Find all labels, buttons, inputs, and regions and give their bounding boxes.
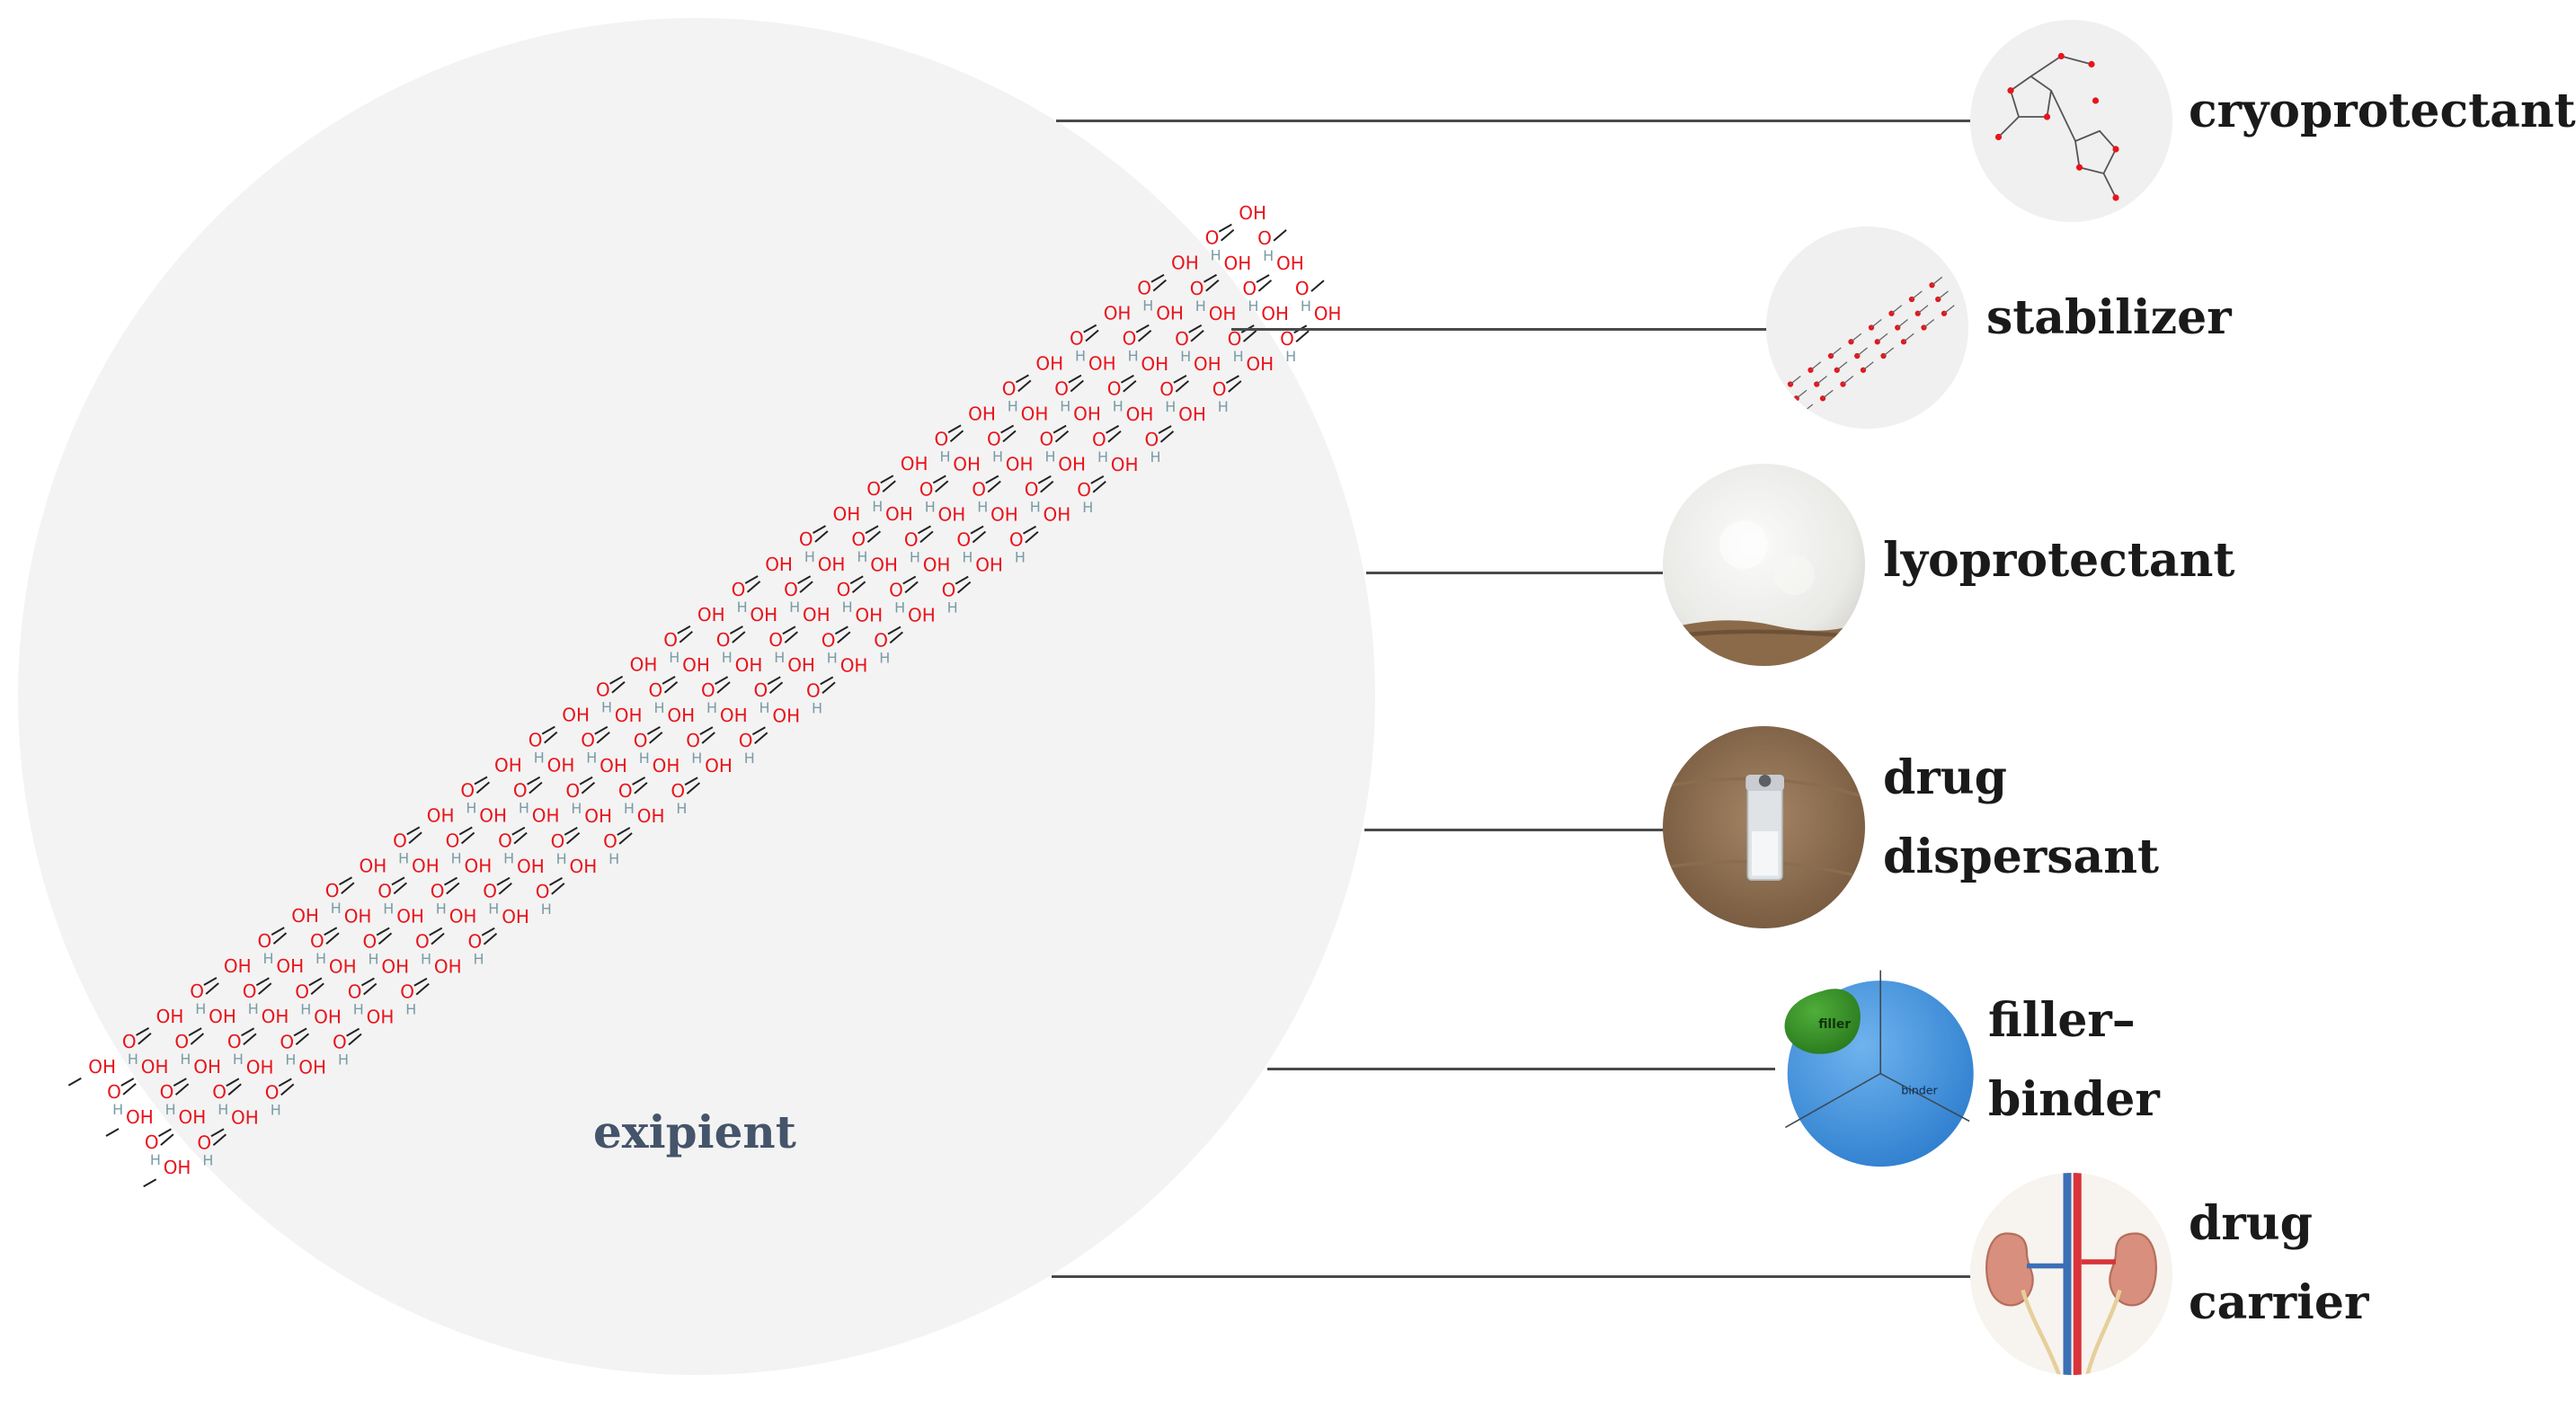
bond-line — [1310, 280, 1325, 292]
bond-line — [1862, 361, 1874, 371]
excipient-circle — [18, 18, 1375, 1375]
kidney-illustration — [1970, 1173, 2172, 1375]
bond-line — [1256, 274, 1270, 283]
bond-line — [120, 1078, 135, 1087]
bond-line — [1843, 375, 1854, 386]
bond-line — [1273, 229, 1287, 242]
filler-segment-label: filler — [1818, 1017, 1851, 1032]
bond-line — [1896, 318, 1908, 329]
atom-label: OH — [164, 1157, 191, 1178]
bond-line — [1796, 389, 1808, 399]
atom-label: O — [1295, 278, 1310, 299]
atom-label: O — [145, 1131, 159, 1153]
atom-label: O — [1205, 227, 1220, 249]
connector-lyoprotectant — [1366, 572, 1663, 574]
connector-cryoprotectant — [1056, 120, 1973, 122]
atom-label: OH — [1239, 202, 1266, 224]
label-line: carrier — [2189, 1275, 2369, 1330]
center-label: exipient — [593, 1105, 796, 1158]
bond-line — [1911, 290, 1923, 300]
white-powder-photo — [1663, 464, 1865, 666]
label-line: lyoprotectant — [1883, 533, 2235, 588]
bond-line — [143, 1178, 157, 1188]
bond-line — [1822, 389, 1834, 399]
bond-line — [1883, 347, 1895, 357]
bond-line — [1810, 361, 1822, 371]
atom-label: OH — [1224, 253, 1252, 274]
atom-label: OH — [88, 1056, 116, 1078]
connector-stabilizer — [1231, 328, 1771, 331]
label-line: drug — [2189, 1196, 2313, 1251]
bond-line — [1295, 330, 1310, 342]
bond-line — [1802, 404, 1814, 413]
pie-sphere-icon: filler binder — [1769, 966, 1976, 1173]
label-line: stabilizer — [1986, 290, 2232, 345]
bond-line — [1870, 318, 1882, 329]
bond-line — [1937, 290, 1949, 300]
bond-line — [1836, 361, 1848, 371]
label-lyoprotectant: lyoprotectant — [1883, 521, 2234, 600]
polysaccharide-structure-icon — [1766, 226, 1968, 429]
bond-line — [158, 1128, 172, 1138]
bond-line — [1877, 333, 1888, 342]
bond-line — [1790, 375, 1801, 386]
atom-label: H — [150, 1151, 161, 1168]
atom-label: O — [1257, 227, 1272, 249]
atom-label: OH — [1276, 253, 1304, 274]
bond-line — [1220, 228, 1235, 242]
label-line: binder — [1988, 1072, 2160, 1127]
label-filler-binder: filler– binder — [1988, 981, 2160, 1140]
bond-line — [1830, 347, 1842, 357]
label-drug-carrier: drug carrier — [2189, 1185, 2368, 1343]
binder-segment-label: binder — [1901, 1084, 1938, 1097]
label-line: drug — [1883, 750, 2007, 805]
label-cryoprotectant: cryoprotectant — [2189, 72, 2576, 151]
label-drug-dispersant: drug dispersant — [1883, 739, 2159, 897]
bond-line — [1917, 305, 1929, 315]
atom-label: H — [1301, 297, 1311, 315]
bond-line — [1891, 305, 1903, 315]
atom-dot — [1799, 409, 1806, 416]
bond-line — [1816, 375, 1827, 386]
label-line: dispersant — [1883, 830, 2160, 884]
connector-filler-binder — [1267, 1068, 1775, 1070]
bond-line — [1257, 280, 1273, 292]
connector-drug-carrier — [1052, 1275, 1973, 1278]
atom-label: H — [1263, 247, 1274, 264]
vial-photo — [1663, 726, 1865, 928]
bond-line — [122, 1083, 137, 1096]
bond-line — [1923, 318, 1935, 329]
bond-line — [1851, 333, 1862, 342]
atom-label: O — [107, 1081, 121, 1103]
atom-label: O — [1280, 328, 1294, 350]
label-line: cryoprotectant — [2189, 84, 2576, 138]
bond-line — [67, 1077, 82, 1087]
bond-line — [1218, 223, 1232, 233]
connector-drug-dispersant — [1364, 829, 1666, 831]
bond-line — [1943, 305, 1955, 315]
label-stabilizer: stabilizer — [1986, 279, 2232, 358]
bond-line — [1856, 347, 1868, 357]
bond-line — [1932, 276, 1943, 286]
label-line: filler– — [1988, 993, 2136, 1048]
atom-label: OH — [1261, 303, 1289, 324]
bond-line — [105, 1128, 120, 1137]
sucrose-structure-icon — [1970, 20, 2172, 222]
bond-line — [1903, 333, 1914, 342]
bond-line — [160, 1133, 174, 1146]
atom-label: H — [112, 1101, 123, 1118]
atom-label: OH — [1314, 303, 1342, 324]
atom-label: OH — [126, 1106, 154, 1128]
